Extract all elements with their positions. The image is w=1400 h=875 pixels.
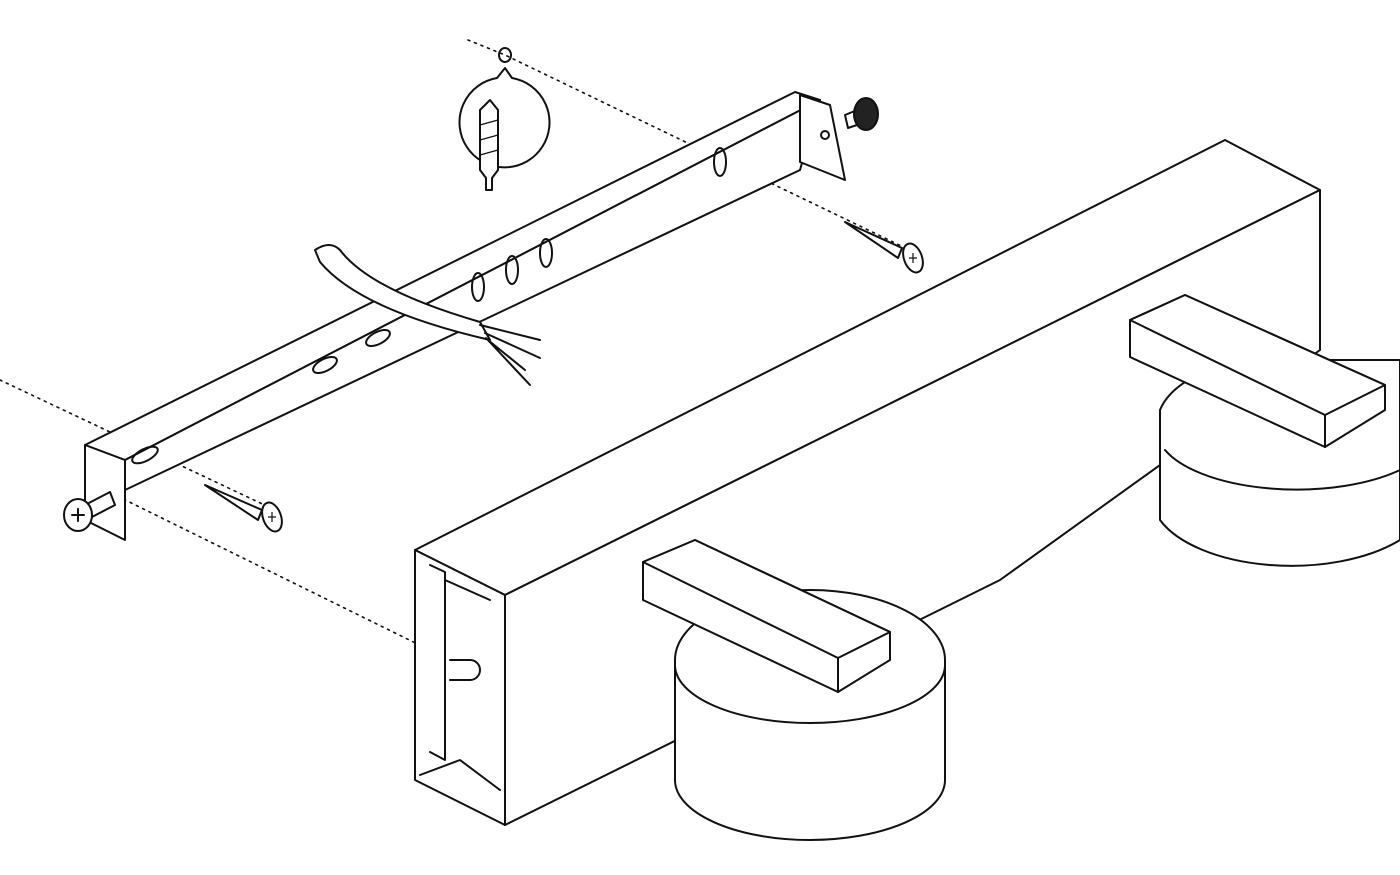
- lamp-head-right: [1129, 294, 1400, 567]
- alignment-guides: [0, 39, 921, 666]
- power-cable: [314, 244, 541, 386]
- screw-left: [204, 484, 283, 533]
- lamp-head-left: [642, 539, 946, 841]
- bolt-left: [63, 491, 116, 532]
- wall-plug-callout: [458, 47, 551, 191]
- screw-right: [844, 221, 924, 274]
- keyhole-slot: [449, 659, 481, 681]
- bolt-right: [844, 97, 879, 131]
